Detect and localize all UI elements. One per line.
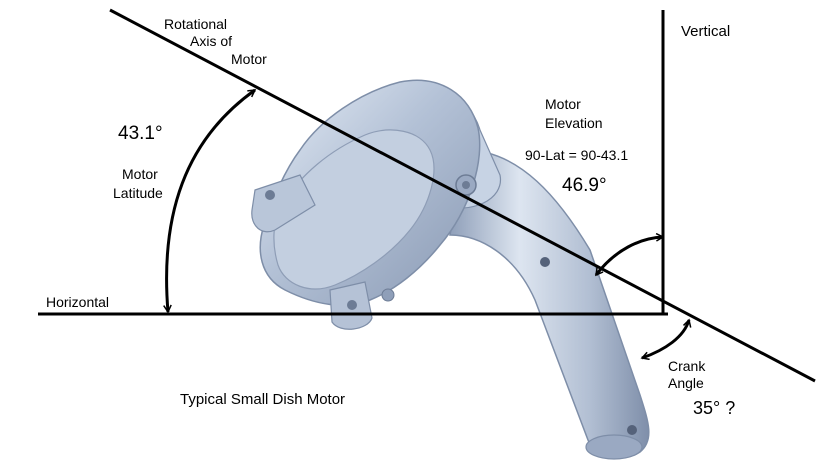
vertical-label: Vertical: [681, 23, 730, 40]
rotational-axis-line: [109, 8, 816, 383]
dish-motor-illustration: [251, 79, 650, 460]
crank-angle-label-1: Crank: [668, 358, 706, 374]
crank-angle-label-2: Angle: [668, 375, 704, 391]
elevation-formula: 90-Lat = 90-43.1: [525, 147, 628, 163]
elevation-value: 46.9°: [562, 175, 607, 196]
motor-elevation-label-1: Motor: [545, 96, 581, 112]
crank-value: 35° ?: [693, 398, 735, 418]
motor-elevation-label-2: Elevation: [545, 115, 603, 131]
rotational-axis-label-2: Axis of: [190, 33, 232, 49]
rotational-axis-label-3: Motor: [231, 51, 267, 67]
latitude-arc: [167, 88, 255, 312]
crank-angle-arc: [642, 320, 689, 358]
diagram-caption: Typical Small Dish Motor: [180, 391, 345, 408]
horizontal-label: Horizontal: [46, 294, 109, 310]
motor-latitude-label-2: Latitude: [113, 185, 163, 201]
latitude-value: 43.1°: [118, 123, 163, 144]
motor-latitude-label-1: Motor: [122, 166, 158, 182]
elevation-arc: [594, 237, 663, 275]
rotational-axis-label-1: Rotational: [164, 16, 227, 32]
